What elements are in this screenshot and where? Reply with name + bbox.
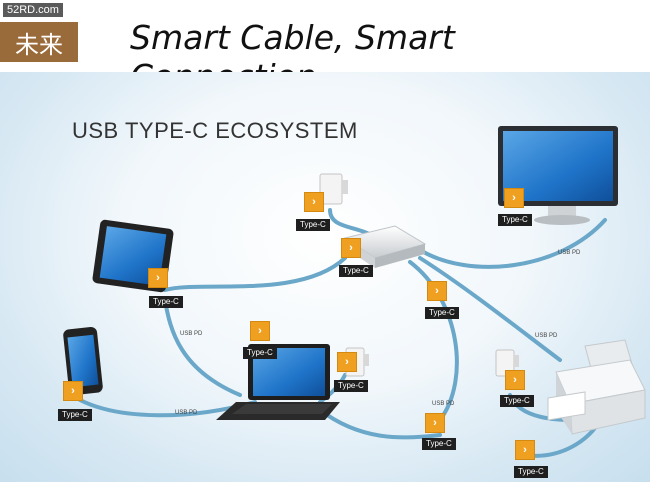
monitor (498, 126, 618, 225)
wall-charger-top (319, 173, 348, 205)
tag-charger: Type-C (296, 219, 330, 231)
connector-laptop-charger-icon: › (337, 352, 357, 372)
connector-tablet-icon: › (148, 268, 168, 288)
cable-hub-monitor (418, 218, 607, 269)
connector-phone-icon: › (63, 381, 83, 401)
printer (547, 339, 646, 435)
header-bar: 52RD.com 未来 Smart Cable, Smart Connectio… (0, 0, 650, 96)
connector-hub-right-icon: › (427, 281, 447, 301)
ecosystem-heading: USB TYPE-C ECOSYSTEM (72, 118, 358, 143)
tag-hub-right: Type-C (425, 307, 459, 319)
chinese-label: 未来 (0, 22, 78, 62)
phone (63, 326, 103, 396)
tag-monitor: Type-C (498, 214, 532, 226)
cable-hub-printer (418, 256, 562, 362)
connector-charger-icon: › (304, 192, 324, 212)
cable-tablet-laptop (163, 298, 242, 397)
cable-hub-bottom (408, 260, 459, 422)
cable-label-monitor: USB PD (558, 250, 581, 256)
tag-laptop-charger: Type-C (334, 380, 368, 392)
cable-label-printer: USB PD (535, 333, 558, 339)
tag-printer-charger: Type-C (500, 395, 534, 407)
connector-printer-icon: › (515, 440, 535, 460)
cable-label-tablet: USB PD (180, 331, 203, 337)
laptop (216, 344, 340, 420)
tag-hub: Type-C (339, 265, 373, 277)
connector-laptop-icon: › (250, 321, 270, 341)
tag-printer: Type-C (514, 466, 548, 478)
tag-tablet: Type-C (149, 296, 183, 308)
tag-laptop: Type-C (243, 347, 277, 359)
connector-hub-icon: › (341, 238, 361, 258)
watermark: 52RD.com (3, 3, 63, 17)
cable-laptop-bottom (318, 408, 442, 440)
connector-monitor-icon: › (504, 188, 524, 208)
tag-phone: Type-C (58, 409, 92, 421)
cable-hub-tablet (163, 256, 347, 292)
tag-bottom-center: Type-C (422, 438, 456, 450)
cable-label-phone: USB PD (175, 410, 198, 416)
cable-label-laptop-right: USB PD (432, 401, 455, 407)
connector-bottom-center-icon: › (425, 413, 445, 433)
connector-printer-charger-icon: › (505, 370, 525, 390)
